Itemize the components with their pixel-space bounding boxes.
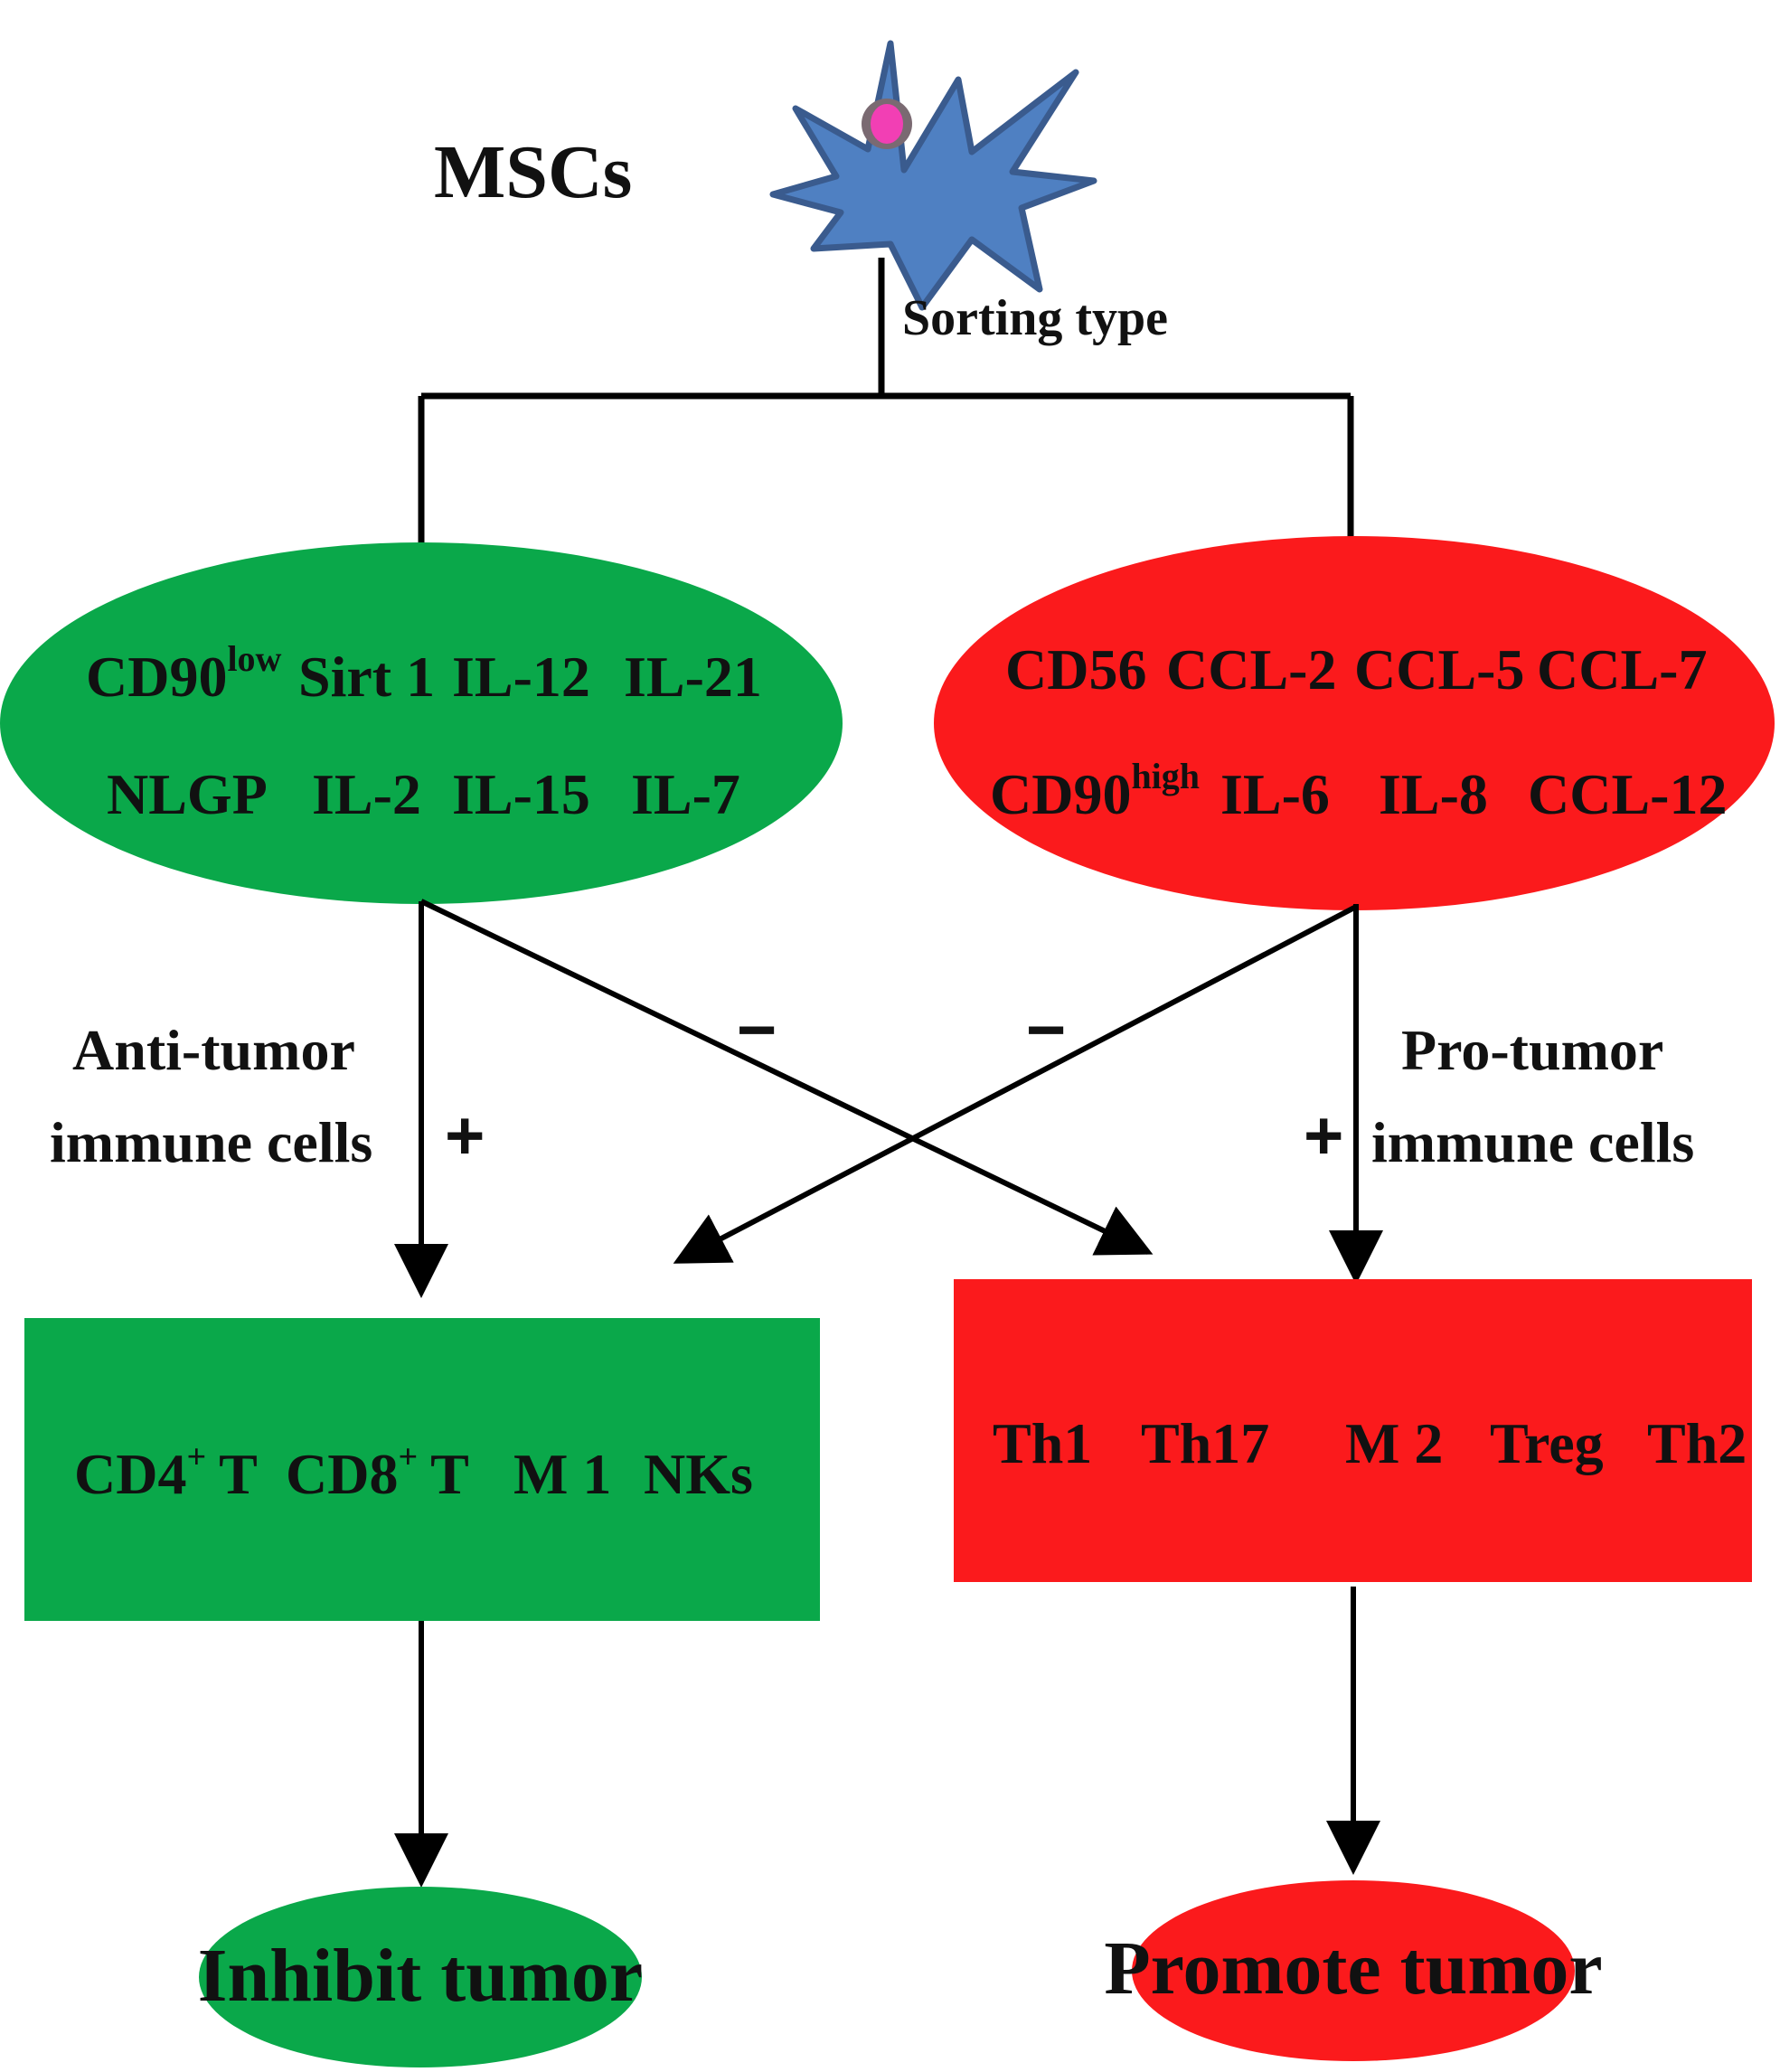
- anti-tumor-cells: CD4+T CD8+T M 1 NKs: [74, 1438, 753, 1506]
- left-factor-row1: CD90low Sirt 1 IL-12 IL-21: [86, 638, 762, 709]
- cell-cd4-sup: +: [186, 1438, 206, 1476]
- left-factor-cd90-name: CD90: [86, 645, 227, 709]
- left-minus-sign: −: [737, 992, 777, 1069]
- regulation-arrows: [394, 899, 1383, 1298]
- cell-m2: M 2: [1345, 1411, 1443, 1475]
- right-factor-cd56: CD56: [1005, 637, 1146, 702]
- cell-th2: Th2: [1647, 1411, 1747, 1475]
- sorting-tree: [418, 258, 1354, 547]
- left-plus-sign: +: [445, 1097, 485, 1174]
- right-factor-row1: CD56 CCL-2 CCL-5 CCL-7: [1005, 637, 1707, 702]
- outcome-arrows: [394, 1587, 1380, 1888]
- cell-cd4-t: CD4+ T: [74, 1438, 258, 1506]
- cell-treg: Treg: [1490, 1411, 1604, 1475]
- promote-tumor-oval: [1132, 1880, 1575, 2061]
- cell-cd4-name: CD4: [74, 1442, 186, 1506]
- left-factor-sirt1: Sirt 1: [298, 645, 435, 709]
- anti-tumor-cell-box: [24, 1318, 820, 1621]
- left-to-right-inhibition-arrow: [419, 899, 1154, 1256]
- right-factor-il6: IL-6: [1220, 762, 1330, 826]
- left-factor-nlgp: NLGP: [107, 762, 268, 826]
- right-factor-row2: CD90high IL-6 IL-8 CCL-12: [990, 756, 1727, 826]
- right-factor-ccl12: CCL-12: [1528, 762, 1727, 826]
- msc-title: MSCs: [434, 130, 632, 214]
- left-factor-il12: IL-12: [452, 645, 590, 709]
- promote-tumor-label: Promote tumor: [1104, 1926, 1602, 2011]
- left-factor-cd90-sup: low: [227, 638, 281, 679]
- cell-cd8-t: CD8+ T: [286, 1438, 469, 1506]
- cell-cd8-sup: +: [398, 1438, 418, 1476]
- pro-tumor-cell-box: [954, 1279, 1752, 1582]
- left-factor-ellipse: [0, 542, 843, 904]
- right-factor-cd90: CD90high: [990, 756, 1200, 826]
- inhibit-tumor-oval: [199, 1887, 642, 2067]
- msc-cell-icon: [769, 40, 1097, 311]
- anti-tumor-label-line2: immune cells: [50, 1110, 372, 1174]
- right-factor-ellipse: [934, 536, 1775, 910]
- cell-nks: NKs: [644, 1442, 753, 1506]
- msc-nucleus: [871, 104, 903, 144]
- sorting-type-label: Sorting type: [902, 290, 1168, 346]
- cell-cd8-suffix: T: [430, 1442, 469, 1506]
- right-factor-ccl5: CCL-5: [1354, 637, 1524, 702]
- right-factor-cd90-sup: high: [1131, 756, 1200, 796]
- right-factor-cd90-name: CD90: [990, 762, 1131, 826]
- left-factor-il21: IL-21: [624, 645, 762, 709]
- pro-tumor-label-line2: immune cells: [1371, 1110, 1694, 1174]
- left-factor-cd90: CD90low: [86, 638, 282, 709]
- pro-tumor-label-line1: Pro-tumor: [1401, 1018, 1663, 1082]
- right-plus-sign: +: [1304, 1097, 1343, 1174]
- msc-cell-body: [769, 40, 1097, 311]
- left-factor-il15: IL-15: [452, 762, 590, 826]
- right-minus-sign: −: [1026, 992, 1066, 1069]
- cell-cd4-suffix: T: [219, 1442, 258, 1506]
- cell-cd8-name: CD8: [286, 1442, 398, 1506]
- left-factor-row2: NLGP IL-2 IL-15 IL-7: [107, 762, 740, 826]
- right-factor-ccl7: CCL-7: [1537, 637, 1707, 702]
- cell-th17: Th17: [1141, 1411, 1269, 1475]
- anti-tumor-label-line1: Anti-tumor: [72, 1018, 355, 1082]
- right-factor-il8: IL-8: [1379, 762, 1488, 826]
- left-factor-il2: IL-2: [312, 762, 421, 826]
- cell-m1: M 1: [513, 1442, 611, 1506]
- pro-tumor-cells: Th1 Th17 M 2 Treg Th2: [993, 1411, 1747, 1475]
- left-factor-il7: IL-7: [631, 762, 740, 826]
- right-factor-ccl2: CCL-2: [1166, 637, 1336, 702]
- inhibit-tumor-label: Inhibit tumor: [198, 1934, 643, 2018]
- right-to-left-inhibition-arrow: [673, 904, 1358, 1264]
- cell-th1: Th1: [993, 1411, 1092, 1475]
